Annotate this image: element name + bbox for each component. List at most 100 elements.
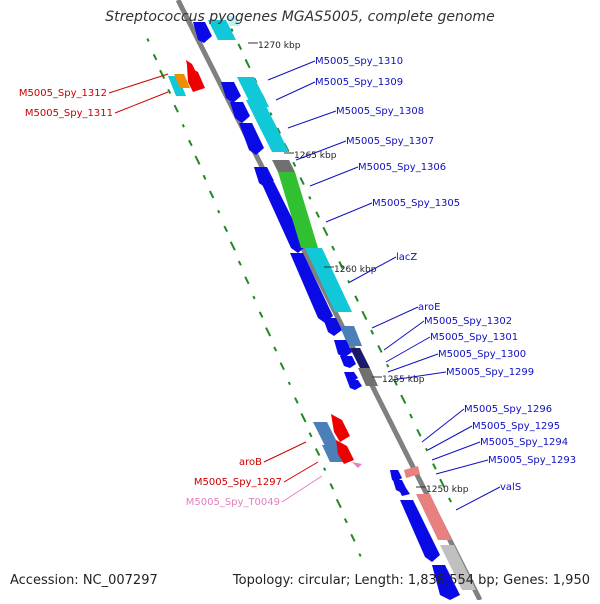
gc-dot-outer: [194, 155, 201, 165]
gene-arrow-1294[interactable]: [398, 488, 410, 496]
cog-box-1297[interactable]: [322, 445, 344, 462]
gene-label[interactable]: M5005_Spy_1301: [430, 332, 518, 343]
cog-box-bottom[interactable]: [440, 545, 476, 590]
cog-box-1296[interactable]: [404, 466, 420, 478]
gene-arrow-bottom[interactable]: [432, 565, 460, 600]
tick-label: 1255 kbp: [382, 375, 425, 385]
label-leader-line: [287, 110, 337, 129]
cog-box-1312b[interactable]: [174, 74, 190, 88]
gene-label[interactable]: M5005_Spy_1310: [315, 56, 403, 67]
gene-arrow-vals[interactable]: [400, 500, 440, 562]
gc-dot-outer: [358, 553, 362, 557]
gc-dot-outer: [237, 260, 242, 266]
label-leader-line: [309, 166, 359, 187]
gc-dot-outer: [300, 413, 307, 423]
label-leader-line: [283, 461, 319, 483]
label-leader-line: [275, 81, 316, 101]
trna-t0049[interactable]: [352, 462, 362, 468]
cog-box-top[interactable]: [208, 20, 236, 40]
label-leader-line: [387, 353, 439, 373]
gene-arrow-1305[interactable]: [290, 253, 333, 323]
gc-dot-outer: [314, 448, 321, 456]
gene-label[interactable]: M5005_Spy_1294: [480, 437, 568, 448]
label-leader-line: [385, 336, 431, 363]
gene-label[interactable]: M5005_Spy_T0049: [186, 497, 280, 508]
cog-box-1312[interactable]: [168, 76, 186, 96]
gc-dot-inner: [276, 127, 282, 134]
tick-label: 1265 kbp: [294, 151, 337, 161]
gene-label[interactable]: aroB: [239, 457, 262, 468]
gc-dot-inner: [439, 478, 446, 488]
gene-label[interactable]: M5005_Spy_1300: [438, 349, 526, 360]
gc-dot-outer: [244, 276, 250, 285]
gene-label[interactable]: M5005_Spy_1307: [346, 136, 434, 147]
gene-arrow-1302[interactable]: [334, 340, 352, 358]
gene-label[interactable]: M5005_Spy_1308: [336, 106, 424, 117]
gene-arrow-1297[interactable]: [336, 440, 354, 464]
gene-label[interactable]: M5005_Spy_1296: [464, 404, 552, 415]
gene-label[interactable]: valS: [500, 482, 521, 493]
label-leader-line: [263, 441, 307, 463]
gc-dot-inner: [230, 28, 234, 32]
gc-dot-outer: [188, 139, 193, 147]
cog-box-arob[interactable]: [313, 422, 342, 452]
label-leader-line: [455, 486, 501, 511]
gene-label[interactable]: M5005_Spy_1293: [488, 455, 576, 466]
gene-arrow-1309[interactable]: [230, 102, 250, 123]
cog-box-1302[interactable]: [350, 348, 370, 368]
gene-arrow-1296[interactable]: [390, 470, 402, 482]
gene-label[interactable]: lacZ: [396, 252, 417, 263]
gene-arrow-lacz[interactable]: [323, 318, 342, 336]
gc-dot-inner: [315, 211, 320, 218]
cog-box-1307[interactable]: [272, 160, 295, 172]
cog-box-vals[interactable]: [416, 494, 452, 540]
gene-label[interactable]: M5005_Spy_1297: [194, 477, 282, 488]
cog-box-aroe[interactable]: [340, 326, 362, 346]
gc-dot-outer: [146, 38, 150, 42]
cog-box-1308[interactable]: [256, 120, 289, 152]
label-leader-line: [427, 425, 473, 451]
gc-dot-inner: [292, 161, 297, 167]
label-leader-line: [325, 202, 373, 223]
gene-arrow-1312[interactable]: [187, 66, 205, 92]
gc-dot-inner: [370, 329, 375, 335]
gc-dot-inner: [432, 463, 437, 470]
gene-label[interactable]: M5005_Spy_1305: [372, 198, 460, 209]
gene-arrow-arob[interactable]: [331, 414, 350, 442]
gene-label[interactable]: M5005_Spy_1299: [446, 367, 534, 378]
gc-dot-outer: [181, 123, 185, 128]
cog-box-1305[interactable]: [305, 248, 352, 312]
gene-label[interactable]: M5005_Spy_1311: [25, 108, 113, 119]
gene-label[interactable]: M5005_Spy_1295: [472, 421, 560, 432]
gene-label[interactable]: aroE: [418, 302, 440, 313]
gc-dot-outer: [229, 241, 236, 251]
cog-box-1299[interactable]: [358, 368, 378, 386]
gc-dot-outer: [159, 69, 166, 79]
gc-dot-outer: [350, 533, 356, 542]
gene-arrow-1301[interactable]: [340, 356, 356, 368]
gene-arrow-1300[interactable]: [344, 372, 358, 382]
gene-arrow-top[interactable]: [193, 22, 212, 43]
label-leader-line: [108, 73, 169, 94]
gene-arrow-1299[interactable]: [347, 380, 362, 390]
label-leader-line: [435, 459, 489, 475]
gene-label[interactable]: M5005_Spy_1306: [358, 162, 446, 173]
gene-arrow-1310[interactable]: [221, 82, 241, 103]
gc-dot-inner: [425, 447, 429, 452]
cog-box-1310[interactable]: [237, 77, 269, 107]
label-leader-line: [114, 91, 169, 114]
gene-arrow-1306[interactable]: [261, 182, 306, 253]
gene-label[interactable]: M5005_Spy_1302: [424, 316, 512, 327]
gc-dot-outer: [217, 209, 221, 214]
cog-box-1306[interactable]: [278, 172, 318, 248]
gene-arrow-1308[interactable]: [239, 123, 264, 155]
gene-label[interactable]: M5005_Spy_1309: [315, 77, 403, 88]
tick-label: 1260 kbp: [334, 265, 377, 275]
cog-box-top2[interactable]: [226, 16, 240, 26]
accession-label: Accession: NC_007297: [10, 573, 158, 588]
gc-dot-inner: [448, 497, 452, 503]
gene-arrow-1311[interactable]: [186, 60, 196, 72]
gene-label[interactable]: M5005_Spy_1312: [19, 88, 107, 99]
forward-strand-genes: [193, 16, 476, 600]
